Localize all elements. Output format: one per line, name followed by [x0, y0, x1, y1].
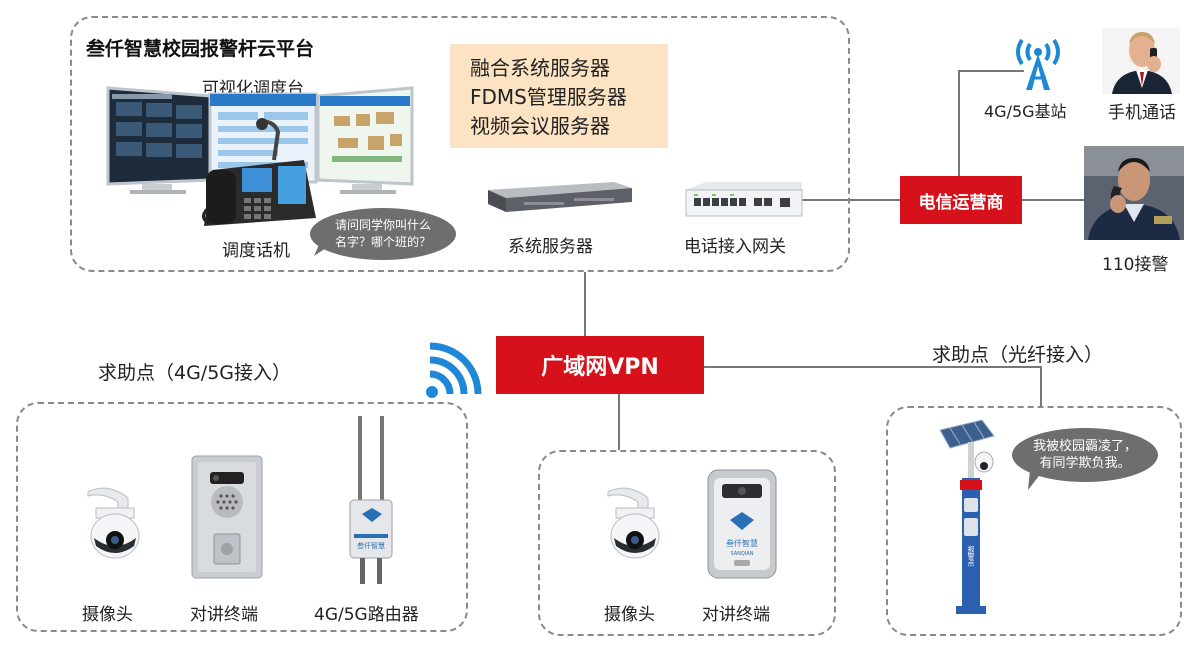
gateway-icon	[685, 182, 803, 217]
help-mid-item-intercom: 对讲终端	[702, 605, 770, 625]
help-4g-title: 求助点（4G/5G接入）	[98, 362, 292, 384]
wan-vpn-box: 广域网VPN	[496, 336, 704, 394]
mobile-caller-photo	[1102, 28, 1180, 94]
phone-bubble-line: 名字？哪个班的？	[334, 235, 431, 249]
base-station-icon	[1016, 38, 1060, 90]
phone-bubble-line: 请问同学你叫什么	[334, 218, 431, 232]
server-label: 系统服务器	[508, 237, 593, 257]
intercom-brand-text: 叁仟智慧	[726, 538, 758, 548]
server-item: 视频会议服务器	[470, 114, 610, 138]
help-4g-item-router: 4G/5G路由器	[314, 605, 419, 625]
server-item: FDMS管理服务器	[470, 85, 627, 109]
server-list-box: 融合系统服务器 FDMS管理服务器 视频会议服务器	[450, 44, 668, 148]
phone-label: 调度话机	[222, 241, 290, 261]
line-telecom-up	[958, 70, 960, 176]
line-wan-to-mid	[618, 394, 620, 450]
mobile-label: 手机通话	[1108, 103, 1176, 123]
server-item: 融合系统服务器	[470, 56, 610, 80]
help-mid-item-camera: 摄像头	[604, 605, 655, 625]
help-bubble-line: 有同学欺负我。	[1039, 456, 1131, 471]
help-bubble-line: 我被校园霸凌了，	[1032, 439, 1137, 454]
alarm-pole-icon: 报警点	[939, 419, 995, 614]
intercom-terminal-icon: 叁仟智慧 SANQIAN	[707, 469, 777, 579]
phone-speech-bubble: 请问同学你叫什么 名字？哪个班的？	[310, 208, 456, 260]
bubble-tail	[314, 238, 332, 256]
gateway-label: 电话接入网关	[684, 237, 786, 257]
pole-text: 报警点	[967, 545, 975, 568]
dispatch-phone-icon	[202, 118, 316, 226]
help-mid-box	[538, 450, 836, 636]
ptz-camera-icon	[607, 487, 660, 559]
intercom-brand-en-text: SANQIAN	[731, 551, 754, 557]
police-label: 110接警	[1102, 255, 1169, 275]
router-brand-text: 叁仟智慧	[357, 541, 385, 550]
intercom-terminal-icon	[191, 455, 263, 579]
line-telecom-to-police	[1022, 199, 1084, 201]
rack-server-icon	[488, 182, 632, 212]
ptz-camera-icon	[87, 487, 140, 559]
base-station-label: 4G/5G基站	[984, 102, 1067, 121]
wifi-icon	[426, 342, 482, 398]
router-icon: 叁仟智慧	[349, 416, 393, 584]
help-4g-box	[16, 402, 468, 632]
line-fiber-drop	[1040, 366, 1042, 408]
help-4g-item-camera: 摄像头	[82, 605, 133, 625]
line-to-basestation	[958, 70, 1024, 72]
line-gateway-to-telecom	[800, 199, 900, 201]
help-fiber-box	[886, 406, 1182, 636]
line-platform-to-wan	[584, 272, 586, 336]
telecom-box: 电信运营商	[900, 176, 1022, 224]
line-wan-to-fiber	[704, 366, 1042, 368]
police-officer-photo	[1084, 146, 1184, 240]
platform-box	[70, 16, 850, 272]
bubble-tail	[1028, 470, 1042, 490]
help-4g-item-intercom: 对讲终端	[190, 605, 258, 625]
help-fiber-title: 求助点（光纤接入）	[932, 344, 1104, 366]
platform-title: 叁仟智慧校园报警杆云平台	[86, 38, 315, 60]
